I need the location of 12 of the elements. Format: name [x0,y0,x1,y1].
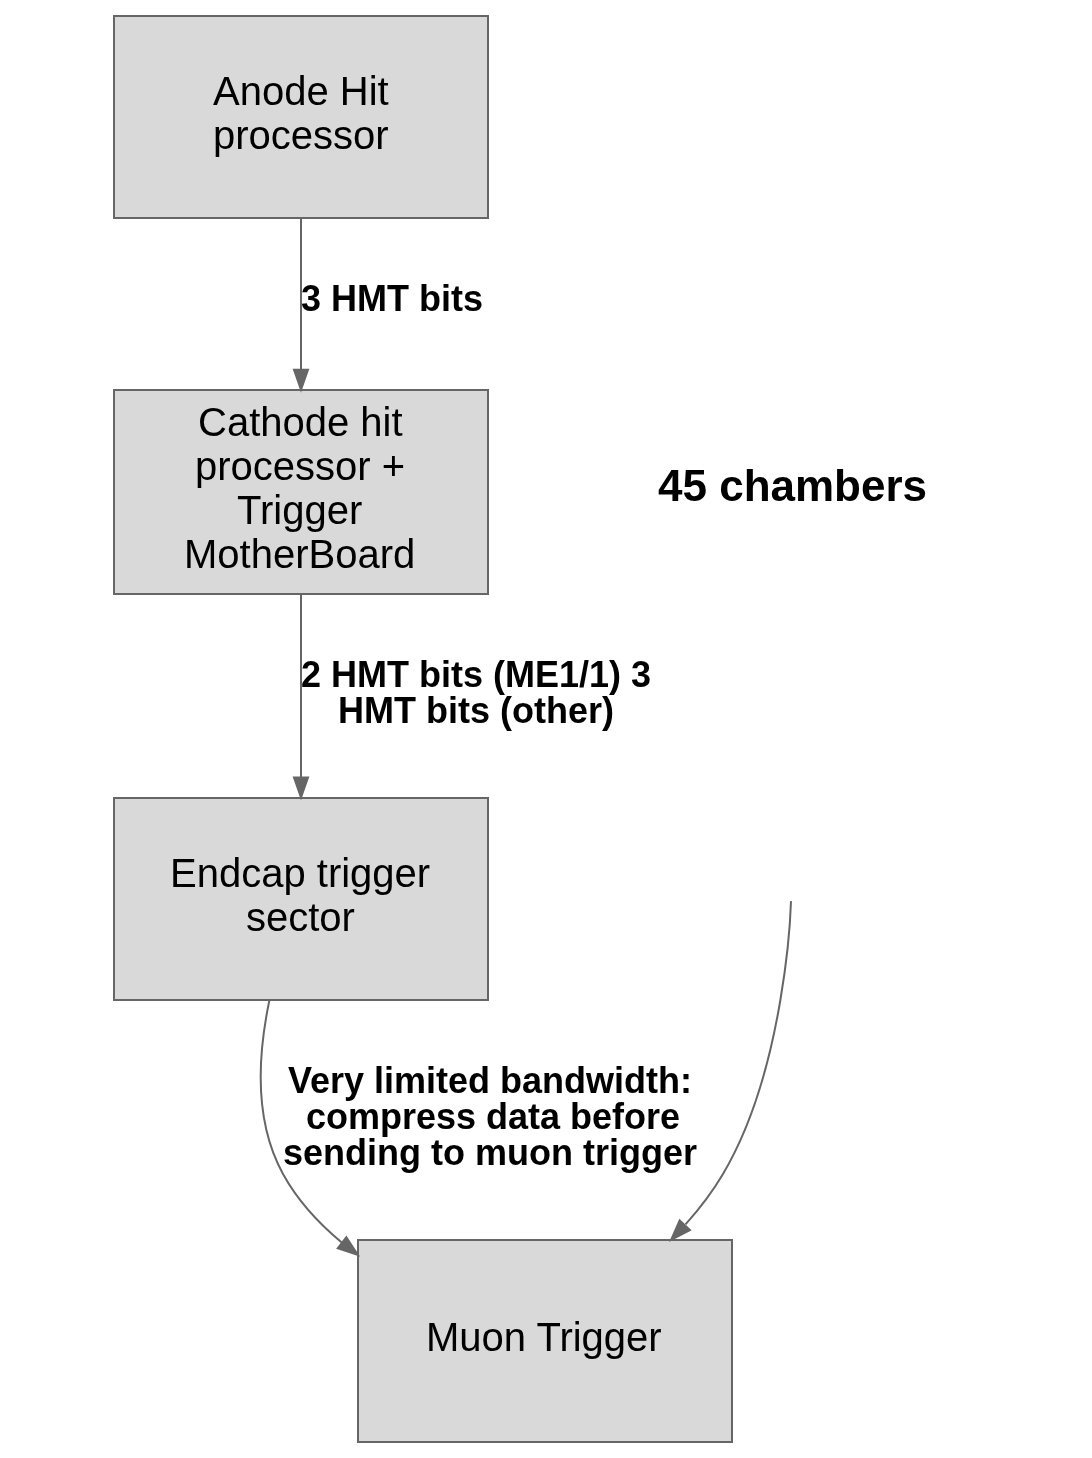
node-box: Anode Hit processor [113,15,489,219]
arrow [669,900,792,1243]
arrow [259,999,361,1257]
edge-label: Very limited bandwidth: compress data before sending to muon trigger [283,1059,697,1173]
node-label: 45 chambers [658,461,928,511]
arrow [292,217,310,393]
node-box: Cathode hit processor + Trigger MotherBoard [113,389,489,595]
node-box: Endcap trigger sector [113,797,489,1001]
node-box: Muon Trigger [357,1239,733,1443]
arrow [292,593,310,801]
edge-label: 3 HMT bits [301,277,484,319]
edge-label: 2 HMT bits (ME1/1) 3 HMT bits (other) [301,653,652,731]
